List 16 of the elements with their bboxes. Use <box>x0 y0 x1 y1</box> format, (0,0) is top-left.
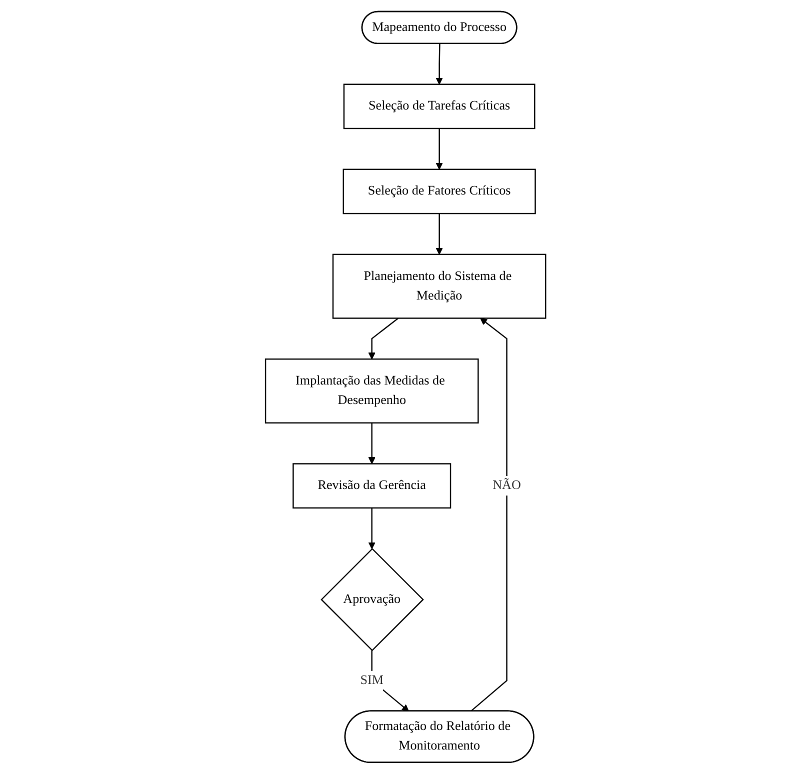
node-box: Planejamento do Sistema de Medição <box>332 254 547 319</box>
arrow <box>436 44 444 85</box>
arrow <box>436 214 444 255</box>
arrow <box>436 128 444 170</box>
node-diamond: Aprovação <box>321 548 424 652</box>
arrow <box>368 508 376 550</box>
edge-label: NÃO <box>493 478 522 492</box>
arrow <box>368 318 399 360</box>
node-box: Implantação das Medidas de Desempenho <box>265 358 480 424</box>
node-box: Revisão da Gerência <box>292 463 452 509</box>
arrow <box>470 318 508 712</box>
node-box: Seleção de Tarefas Críticas <box>344 84 536 130</box>
arrow <box>372 650 410 712</box>
arrow <box>368 422 376 464</box>
node-box: Seleção de Fatores Críticos <box>343 168 536 214</box>
edge-label: SIM <box>360 673 384 688</box>
